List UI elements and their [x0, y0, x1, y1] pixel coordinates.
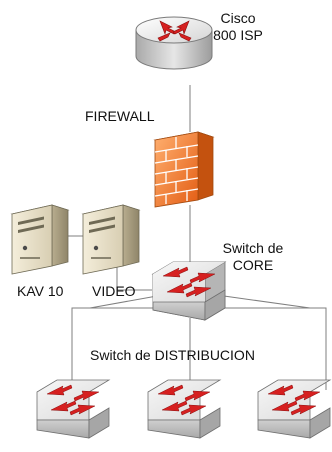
server-kav-label: KAV 10 [17, 283, 64, 299]
server-video-label: VIDEO [92, 283, 136, 299]
firewall-label: FIREWALL [85, 108, 155, 124]
router-label: Cisco 800 ISP [203, 10, 273, 44]
server-icon [10, 204, 70, 275]
core-switch-label-line2: CORE [232, 257, 274, 273]
switch-icon [147, 379, 222, 439]
router-icon [135, 16, 213, 70]
link-core-left [71, 295, 158, 388]
router-label-line1: Cisco [220, 10, 256, 26]
server-icon [81, 204, 141, 275]
switch-icon [151, 261, 227, 321]
router-label-line2: 800 ISP [213, 27, 263, 43]
switch-icon [36, 379, 111, 439]
core-switch-label-line1: Switch de [222, 240, 284, 256]
core-switch-label: Switch de CORE [213, 240, 293, 274]
distribution-label: Switch de DISTRIBUCION [90, 347, 255, 363]
switch-icon [257, 379, 332, 439]
link-core-right [223, 295, 327, 390]
firewall-icon [153, 131, 215, 208]
